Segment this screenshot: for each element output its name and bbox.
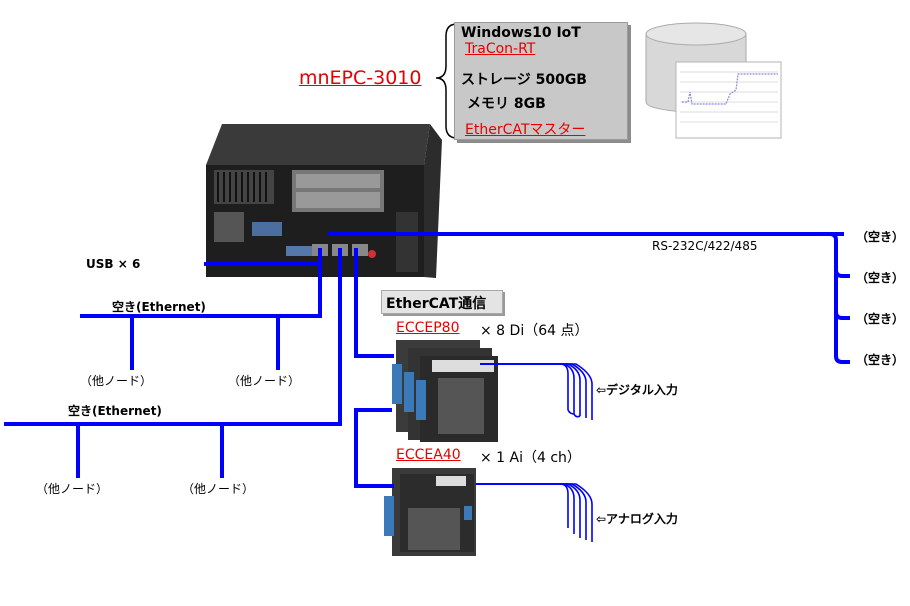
network-lines [4, 232, 850, 488]
serial-port-label: （空き） [856, 271, 905, 285]
spec-storage: ストレージ 500GB [461, 72, 587, 88]
eccep80-link[interactable]: ECCEP80 [396, 320, 460, 336]
eccea40-link[interactable]: ECCEA40 [396, 447, 461, 463]
pc-spec-box: Windows10 IoT TraCon-RT ストレージ 500GB メモリ … [454, 22, 628, 140]
spec-os: Windows10 IoT [461, 25, 581, 41]
spec-ethercat-master-link[interactable]: EtherCATマスター [465, 122, 586, 138]
ethernet-net1-label: 空き(Ethernet) [112, 300, 206, 314]
analog-input-label: ⇦アナログ入力 [596, 512, 678, 526]
ethercat-label-box: EtherCAT通信 [381, 290, 503, 314]
node-label: （他ノード） [182, 482, 255, 496]
industrial-pc-icon [206, 124, 442, 278]
serial-port-label: （空き） [856, 312, 905, 326]
digital-input-label: ⇦デジタル入力 [596, 383, 678, 397]
serial-port-label: （空き） [856, 353, 905, 367]
digital-input-wires [480, 363, 593, 420]
eccea40-module-icon [384, 468, 476, 556]
spec-memory: メモリ 8GB [467, 96, 546, 112]
spec-runtime-link[interactable]: TraCon-RT [465, 41, 536, 57]
spec-brace [435, 23, 458, 139]
node-label: （他ノード） [36, 482, 109, 496]
node-label: （他ノード） [228, 374, 301, 388]
serial-port-label: （空き） [856, 230, 905, 244]
analog-input-wires [476, 483, 593, 542]
eccep80-module-icon [392, 340, 498, 442]
serial-bus-label: RS-232C/422/485 [652, 239, 758, 253]
pc-model-title[interactable]: mnEPC-3010 [299, 67, 422, 89]
eccea40-desc: × 1 Ai（4 ch） [480, 450, 581, 466]
ethernet-net2-label: 空き(Ethernet) [68, 404, 162, 418]
ethercat-label: EtherCAT通信 [386, 296, 487, 312]
trend-chart-icon [675, 61, 782, 139]
usb-label: USB × 6 [86, 257, 141, 271]
node-label: （他ノード） [80, 374, 153, 388]
eccep80-desc: × 8 Di（64 点） [480, 323, 589, 339]
